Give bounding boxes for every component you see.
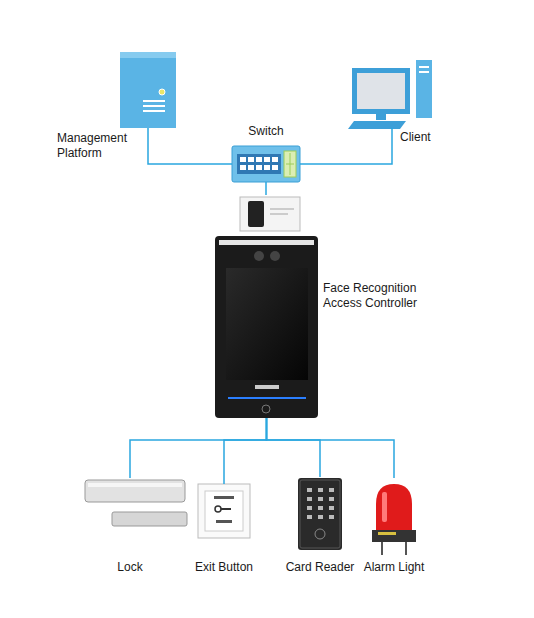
controller-camera xyxy=(270,251,280,261)
device-label: Exit Button xyxy=(174,560,274,575)
switch-port xyxy=(272,165,278,170)
controller-camera xyxy=(254,251,264,261)
switch-port-strip xyxy=(237,154,281,174)
server-slot xyxy=(143,105,165,107)
network-wire xyxy=(130,418,267,478)
network-wire xyxy=(265,182,267,195)
reader-module-mark xyxy=(270,213,288,215)
switch-port xyxy=(256,165,262,170)
controller-light-bar xyxy=(219,240,314,245)
switch-body xyxy=(232,146,300,182)
card-reader-zone xyxy=(315,529,325,539)
monitor-frame xyxy=(352,68,410,114)
switch-port xyxy=(240,165,246,170)
server-slot xyxy=(143,100,165,102)
device-label: Management Platform xyxy=(57,131,137,161)
controller-body xyxy=(215,236,318,418)
exit-button-key xyxy=(221,508,231,510)
lock-highlight xyxy=(88,483,182,487)
switch-port xyxy=(272,157,278,162)
controller-logo-mark xyxy=(255,385,279,389)
device-node: Face Recognition Access Controller xyxy=(215,195,318,418)
lock-body xyxy=(85,480,185,502)
card-reader-body xyxy=(298,478,342,550)
alarm-leg xyxy=(405,542,407,555)
controller-screen xyxy=(226,268,308,380)
exit-button-mark xyxy=(216,520,232,523)
reader-module xyxy=(240,197,300,231)
device-node: Card Reader xyxy=(295,477,345,551)
exit-button-key xyxy=(215,506,221,512)
device-node: Client xyxy=(352,62,432,128)
keyboard xyxy=(348,121,406,129)
reader-module-face xyxy=(248,201,264,227)
device-node: Switch xyxy=(232,146,300,182)
device-label: Alarm Light xyxy=(344,560,444,575)
device-node: Lock xyxy=(80,478,180,534)
pc-tower xyxy=(416,60,432,118)
pc-slot xyxy=(419,66,429,68)
card-reader-keypad xyxy=(307,488,334,519)
device-label: Lock xyxy=(80,560,180,575)
card-reader-bezel xyxy=(300,480,340,548)
switch-port xyxy=(240,157,246,162)
exit-button-plate xyxy=(198,484,250,538)
network-wire xyxy=(267,418,321,477)
reader-module-mark xyxy=(270,208,294,210)
device-label: Switch xyxy=(216,124,316,139)
server-top xyxy=(120,52,176,58)
network-wire xyxy=(148,128,232,164)
switch-uplink-mark xyxy=(286,164,294,165)
lock-armature xyxy=(112,512,187,526)
alarm-highlight xyxy=(382,492,387,522)
network-wire xyxy=(267,418,395,478)
switch-port xyxy=(248,157,254,162)
alarm-base xyxy=(372,530,416,542)
controller-card-zone xyxy=(262,405,270,413)
server-slot xyxy=(143,110,165,112)
pc-slot xyxy=(419,71,429,73)
controller-indicator xyxy=(228,397,306,399)
switch-port xyxy=(256,157,262,162)
server-led xyxy=(159,89,165,95)
device-node: Exit Button xyxy=(198,484,250,540)
monitor-screen xyxy=(357,73,405,109)
device-node: Alarm Light xyxy=(370,478,418,556)
device-label: Client xyxy=(400,130,460,145)
exit-button-mark xyxy=(214,496,234,499)
switch-uplink xyxy=(284,151,296,177)
switch-port xyxy=(264,165,270,170)
server-body xyxy=(120,52,176,128)
switch-port xyxy=(248,165,254,170)
alarm-dome xyxy=(376,484,412,530)
switch-port xyxy=(264,157,270,162)
alarm-leg xyxy=(381,542,383,555)
device-node: Management Platform xyxy=(120,52,176,128)
network-wire xyxy=(224,418,267,484)
device-label: Card Reader xyxy=(270,560,370,575)
exit-button-face xyxy=(205,491,243,531)
monitor-stand xyxy=(376,114,386,120)
network-wire xyxy=(300,128,392,164)
alarm-base-mark xyxy=(378,532,396,535)
device-label: Face Recognition Access Controller xyxy=(323,281,435,311)
